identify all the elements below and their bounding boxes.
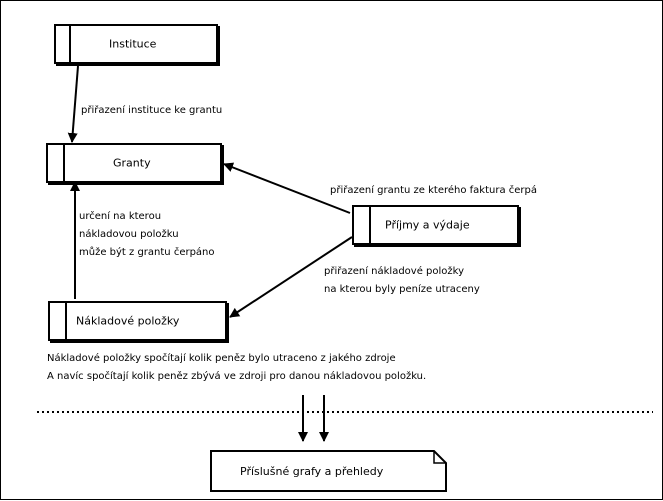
node-label: Nákladové položky <box>76 314 180 328</box>
edge-label-line: na kterou byly peníze utraceny <box>324 284 480 295</box>
description-line: Nákladové položky spočítají kolik peněz … <box>47 353 396 364</box>
arrow-prijmy-to-nakladove <box>229 236 353 318</box>
document-shape <box>210 450 447 492</box>
arrow-prijmy-to-granty <box>223 162 351 214</box>
node-prislusne-grafy: Příslušné grafy a přehledy <box>210 450 447 492</box>
arrow-instituce-to-granty <box>67 65 79 143</box>
node-instituce: Instituce <box>54 24 218 64</box>
edge-label-line: přiřazení nákladové položky <box>324 266 465 277</box>
node-label: Instituce <box>109 37 157 51</box>
edge-label-prijmy-nakladove: přiřazení nákladové položky na kterou by… <box>324 263 480 299</box>
edge-label-instituce-granty: přiřazení instituce ke grantu <box>81 105 223 116</box>
node-tab <box>50 303 67 339</box>
description-line: A navíc spočítají kolik peněz zbývá ve z… <box>47 371 427 382</box>
node-label: Příjmy a výdaje <box>385 218 470 232</box>
edge-label-nakladove-granty: určení na kterou nákladovou položku může… <box>79 208 215 262</box>
edge-label-line: může být z grantu čerpáno <box>79 247 215 258</box>
node-tab <box>48 145 65 181</box>
node-nakladove-polozky: Nákladové položky <box>48 301 227 341</box>
node-label: Příslušné grafy a přehledy <box>240 465 384 478</box>
node-prijmy-a-vydaje: Příjmy a výdaje <box>352 205 519 245</box>
edge-label-line: určení na kterou <box>79 211 162 222</box>
node-label: Granty <box>113 156 151 170</box>
edge-label-prijmy-granty: přiřazení grantu ze kterého faktura čerp… <box>330 185 538 196</box>
node-tab <box>354 207 371 243</box>
node-granty: Granty <box>46 143 222 183</box>
description-text: Nákladové položky spočítají kolik peněz … <box>47 350 426 386</box>
node-tab <box>56 26 71 62</box>
edge-label-line: nákladovou položku <box>79 229 179 240</box>
